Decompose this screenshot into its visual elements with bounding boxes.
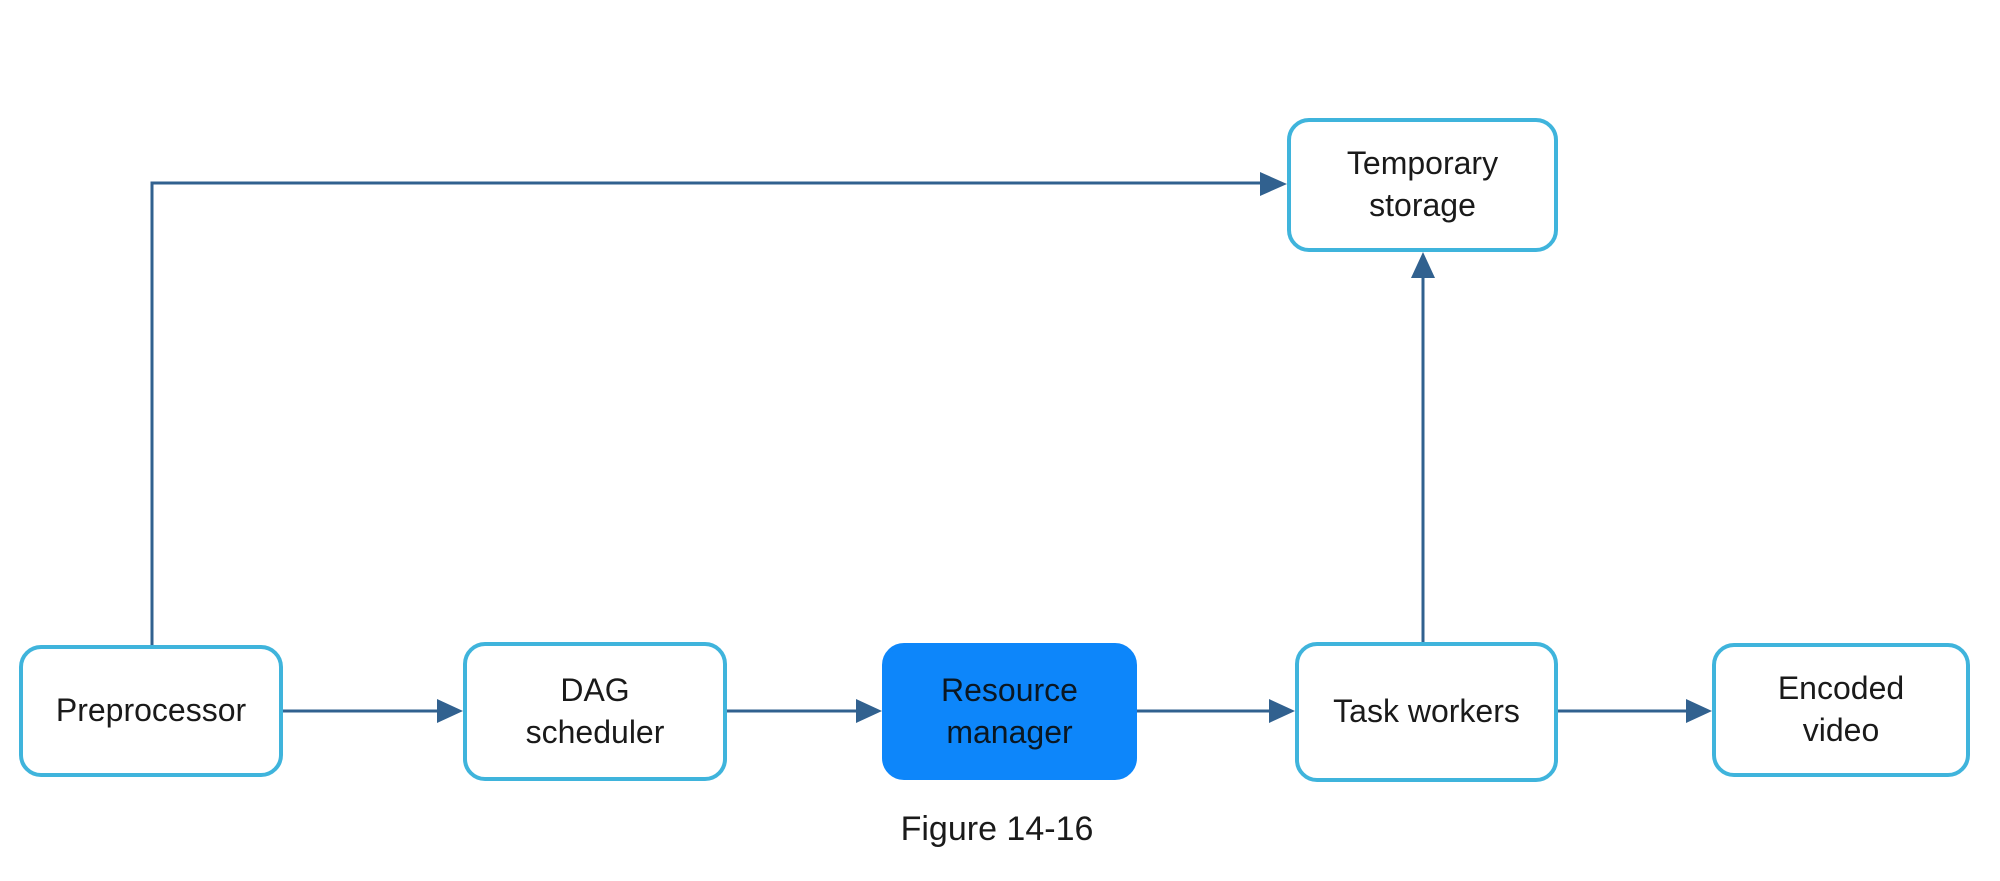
node-label: DAG scheduler [525, 671, 665, 750]
node-temporary-storage: Temporary storage [1287, 118, 1558, 252]
arrow-task-workers-to-temporary-storage [1411, 252, 1435, 642]
node-label: Encoded video [1777, 670, 1905, 748]
node-task-workers: Task workers [1295, 642, 1558, 782]
arrow-preprocessor-to-dag-scheduler [283, 699, 463, 723]
arrow-task-workers-to-encoded-video [1558, 699, 1712, 723]
node-encoded-video: Encoded video [1712, 643, 1970, 777]
arrow-head-icon [1411, 252, 1435, 278]
arrow-head-icon [1686, 699, 1712, 723]
edge-line [150, 181, 1262, 645]
arrow-resource-manager-to-task-workers [1137, 699, 1295, 723]
node-label: Resource manager [941, 671, 1078, 750]
arrow-preprocessor-to-temporary-storage [150, 172, 1287, 645]
node-resource-manager: Resource manager [882, 643, 1137, 780]
node-label: Preprocessor [55, 692, 247, 729]
node-label: Task workers [1333, 693, 1520, 730]
node-label: Temporary storage [1346, 145, 1499, 223]
arrow-head-icon [856, 699, 882, 723]
arrow-head-icon [1260, 172, 1287, 196]
arrow-head-icon [437, 699, 463, 723]
node-preprocessor: Preprocessor [19, 645, 283, 777]
node-dag-scheduler: DAG scheduler [463, 642, 727, 781]
figure-caption: Figure 14-16 [900, 810, 1094, 848]
arrow-dag-scheduler-to-resource-manager [727, 699, 882, 723]
arrow-head-icon [1269, 699, 1295, 723]
